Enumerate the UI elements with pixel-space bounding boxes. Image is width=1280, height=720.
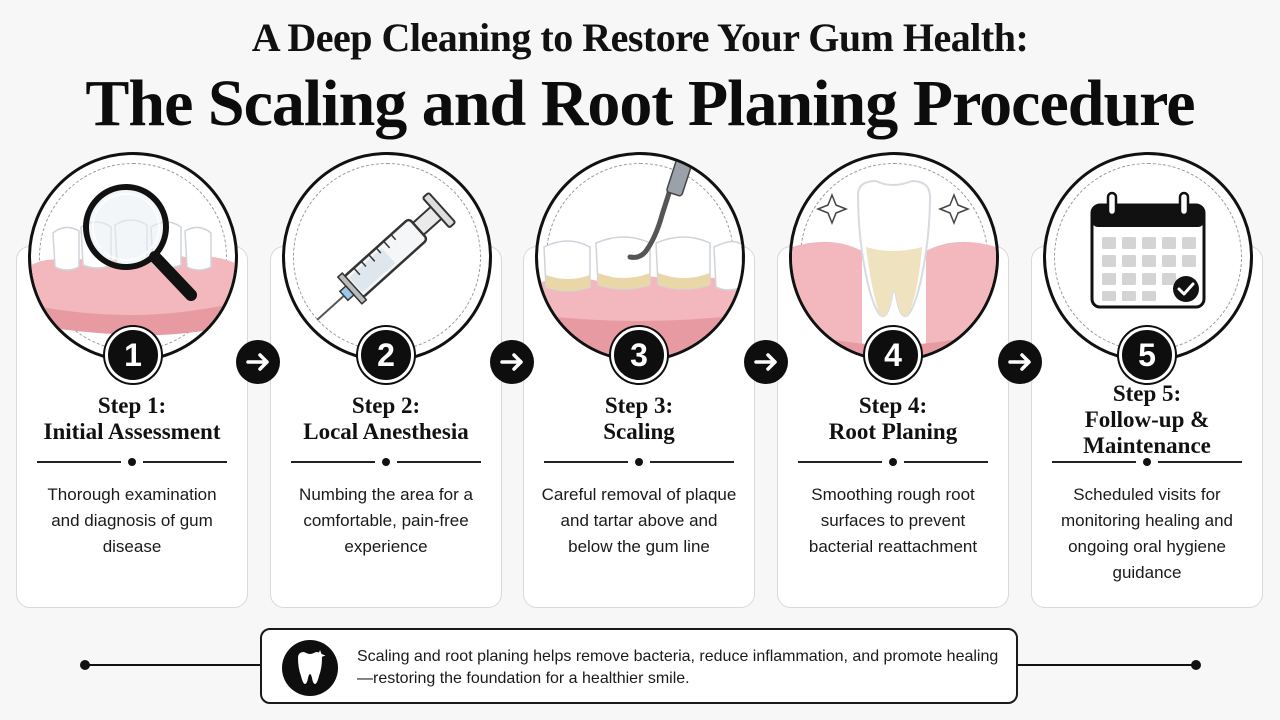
smooth-tooth-root-icon (792, 179, 996, 359)
step-name: Initial Assessment (43, 419, 221, 444)
step-divider (37, 457, 227, 467)
step-name: Follow-up & Maintenance (1083, 407, 1211, 458)
header: A Deep Cleaning to Restore Your Gum Heal… (0, 10, 1280, 140)
arrow-right-icon (744, 340, 788, 384)
magnifying-glass-over-teeth-icon (31, 184, 235, 336)
step-5-title: Step 5: Follow-up & Maintenance (1046, 381, 1248, 459)
step-name: Local Anesthesia (303, 419, 469, 444)
step-name: Root Planing (828, 419, 958, 444)
step-label: Step 1: (97, 393, 167, 418)
footer-line-right (1018, 664, 1196, 666)
syringe-icon (316, 192, 456, 321)
step-1-title: Step 1: Initial Assessment (16, 393, 248, 445)
arrow-right-icon (490, 340, 534, 384)
step-divider (1052, 457, 1242, 467)
step-4-description: Smoothing rough root surfaces to prevent… (808, 485, 978, 556)
step-label: Step 4: (858, 393, 928, 418)
step-number-4: 4 (865, 327, 921, 383)
page-title: The Scaling and Root Planing Procedure (85, 67, 1195, 140)
step-3-title: Step 3: Scaling (523, 393, 755, 445)
step-label: Step 5: (1112, 381, 1182, 406)
step-2-description: Numbing the area for a comfortable, pain… (299, 485, 473, 556)
step-3-illustration (535, 152, 745, 362)
sparkling-tooth-icon (282, 640, 338, 696)
step-4-title: Step 4: Root Planing (777, 393, 1009, 445)
step-number-1: 1 (105, 327, 161, 383)
step-divider (798, 457, 988, 467)
step-2-title: Step 2: Local Anesthesia (270, 393, 502, 445)
step-label: Step 2: (351, 393, 421, 418)
step-name: Scaling (603, 419, 675, 444)
step-divider (544, 457, 734, 467)
footer-dot-right (1191, 660, 1201, 670)
step-1-description: Thorough examination and diagnosis of gu… (47, 485, 217, 556)
page-subtitle: A Deep Cleaning to Restore Your Gum Heal… (251, 15, 1029, 60)
step-5-description: Scheduled visits for monitoring healing … (1060, 485, 1233, 582)
arrow-right-icon (236, 340, 280, 384)
summary-text: Scaling and root planing helps remove ba… (357, 648, 999, 687)
step-divider (291, 457, 481, 467)
step-3-description: Careful removal of plaque and tartar abo… (541, 485, 737, 556)
step-number-5: 5 (1119, 327, 1175, 383)
step-number-2: 2 (358, 327, 414, 383)
step-label: Step 3: (604, 393, 674, 418)
summary-banner: Scaling and root planing helps remove ba… (260, 628, 1018, 704)
arrow-right-icon (998, 340, 1042, 384)
calendar-check-icon (1090, 191, 1206, 309)
footer-line-left (85, 664, 260, 666)
step-number-3: 3 (611, 327, 667, 383)
